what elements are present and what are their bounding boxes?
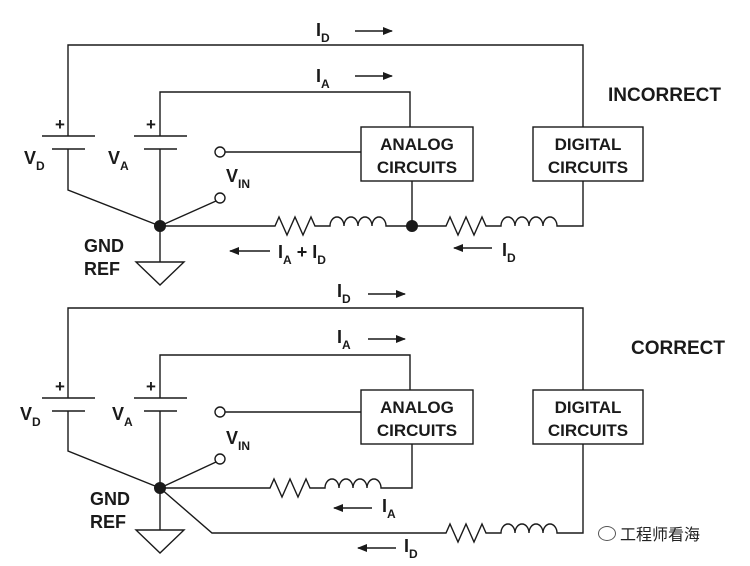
ia-plus-id-label: IA + ID (278, 242, 326, 267)
gnd-label: GND (90, 489, 130, 509)
correct-title: CORRECT (631, 338, 725, 359)
vin-terminal-positive (214, 146, 226, 158)
digital-label-line1: DIGITAL (555, 135, 622, 154)
id-top-label: ID (337, 281, 351, 306)
gnd-label: GND (84, 236, 124, 256)
va-supply-wire (159, 91, 411, 136)
analog-label-line2: CIRCUITS (377, 421, 457, 440)
analog-label-line1: ANALOG (380, 398, 454, 417)
vd-battery (42, 135, 161, 227)
id-top-label: ID (316, 20, 330, 45)
ia-top-label: IA (337, 327, 351, 352)
va-plus-sign: + (146, 377, 156, 396)
vd-supply-wire (67, 44, 584, 136)
va-battery (134, 135, 187, 226)
vin-terminal-negative (214, 453, 226, 465)
va-label: VA (112, 404, 133, 429)
vd-supply-wire (67, 307, 584, 398)
shared-ground-bus (160, 181, 584, 237)
analog-circuits-box (360, 126, 474, 182)
analog-junction-dot (406, 220, 418, 232)
id-return-label: ID (404, 536, 418, 561)
va-battery (134, 397, 187, 488)
digital-circuits-box (532, 389, 644, 445)
va-supply-wire (159, 354, 411, 398)
ground-symbol-icon (134, 529, 186, 554)
watermark: 工程师看海 (598, 521, 700, 545)
vd-label: VD (24, 148, 45, 173)
digital-circuits-box (532, 126, 644, 182)
vin-label: VIN (226, 428, 250, 453)
vin-ground-wire (159, 461, 217, 489)
vin-terminal-negative (214, 192, 226, 204)
digital-return-path (159, 444, 584, 544)
analog-return-path (160, 444, 413, 499)
incorrect-schematic: INCORRECT + VD + VA VIN ANALOG CIRCUITS (24, 20, 721, 286)
digital-label-line1: DIGITAL (555, 398, 622, 417)
va-label: VA (108, 148, 129, 173)
vd-battery (42, 397, 161, 489)
analog-label-line1: ANALOG (380, 135, 454, 154)
vin-ground-wire (159, 200, 217, 227)
ia-top-label: IA (316, 66, 330, 91)
ia-return-label: IA (382, 496, 396, 521)
wechat-icon (598, 526, 616, 541)
analog-label-line2: CIRCUITS (377, 158, 457, 177)
digital-label-line2: CIRCUITS (548, 158, 628, 177)
ref-label: REF (84, 259, 120, 279)
incorrect-title: INCORRECT (608, 85, 721, 106)
vd-plus-sign: + (55, 115, 65, 134)
watermark-text: 工程师看海 (620, 525, 701, 544)
vin-terminal-positive (214, 406, 226, 418)
vd-plus-sign: + (55, 377, 65, 396)
ground-symbol-icon (134, 261, 186, 286)
ref-label: REF (90, 512, 126, 532)
digital-label-line2: CIRCUITS (548, 421, 628, 440)
analog-circuits-box (360, 389, 474, 445)
vin-label: VIN (226, 166, 250, 191)
vd-label: VD (20, 404, 41, 429)
va-plus-sign: + (146, 115, 156, 134)
id-return-label: ID (502, 240, 516, 265)
correct-schematic: CORRECT + VD + VA VIN ANALOG CIRCUITS (20, 281, 725, 561)
